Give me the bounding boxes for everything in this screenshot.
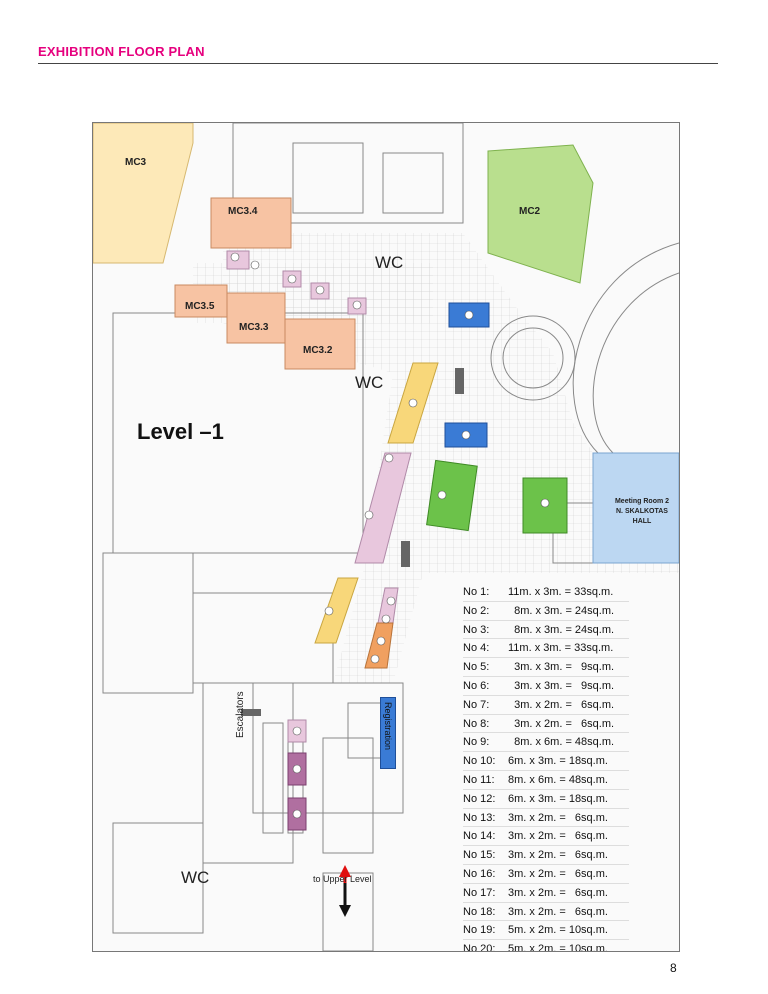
stand-size-row: No 12: 6m. x 3m. = 18sq.m. [463, 790, 629, 809]
room-mc3-3: MC3.3 [239, 322, 269, 333]
stand-size: 8m. x 3m. = 24sq.m. [508, 604, 615, 617]
stand-size: 8m. x 6m. = 48sq.m. [508, 773, 608, 786]
wc-label-upper: WC [375, 253, 404, 272]
stand-size-row: No 11: 8m. x 6m. = 48sq.m. [463, 771, 629, 790]
room-mc3-2: MC3.2 [303, 345, 333, 356]
rooms [93, 123, 679, 564]
room-mc3-5: MC3.5 [185, 301, 215, 312]
stand-number: No 17: [463, 886, 496, 899]
stand-size-row: No 10: 6m. x 3m. = 18sq.m. [463, 752, 629, 771]
stand-number-markers [230, 252, 550, 819]
stand-size-row: No 15: 3m. x 2m. = 6sq.m. [463, 846, 629, 865]
stand-size-row: No 14: 3m. x 2m. = 6sq.m. [463, 827, 629, 847]
stand-size: 3m. x 2m. = 6sq.m. [508, 849, 608, 862]
stand-size: 3m. x 2m. = 6sq.m. [508, 886, 608, 899]
stand-number: No 4: [463, 642, 490, 655]
stand-number: No 2: [463, 604, 490, 617]
registration-label: Registration [383, 702, 393, 751]
stand-number: No 11: [463, 773, 495, 786]
stand-size-row: No 9: 8m. x 6m. = 48sq.m. [463, 733, 629, 753]
stand-size-row: No 4: 11m. x 3m. = 33sq.m. [463, 639, 629, 659]
page-number: 8 [670, 961, 677, 975]
stand-number: No 18: [463, 905, 496, 918]
stand-size: 3m. x 2m. = 6sq.m. [508, 811, 608, 824]
stand-size-row: No 3: 8m. x 3m. = 24sq.m. [463, 621, 629, 640]
stand-size-row: No 7: 3m. x 2m. = 6sq.m. [463, 696, 629, 715]
wc-label-middle: WC [355, 373, 384, 392]
stand-number: No 14: [463, 830, 496, 843]
stand-size-row: No 1: 11m. x 3m. = 33sq.m. [463, 583, 629, 602]
stand-size-row: No 17: 3m. x 2m. = 6sq.m. [463, 884, 629, 903]
stand-number: No 20: [463, 943, 496, 952]
stand-size-row: No 16: 3m. x 2m. = 6sq.m. [463, 865, 629, 884]
stand-size-row: No 20: 5m. x 2m. = 10sq.m. [463, 940, 629, 952]
stand-size: 5m. x 2m. = 10sq.m. [508, 924, 608, 937]
stand-size-row: No 8: 3m. x 2m. = 6sq.m. [463, 715, 629, 734]
header-divider [38, 63, 718, 64]
stand-size: 8m. x 6m. = 48sq.m. [508, 736, 615, 749]
room-mc2: MC2 [519, 206, 541, 217]
upper-level-label: to Upper Level [313, 874, 372, 884]
stand-size: 6m. x 3m. = 18sq.m. [508, 755, 608, 768]
stand-number: No 5: [463, 661, 490, 674]
stand-number: No 19: [463, 924, 496, 937]
stand-number: No 1: [463, 586, 490, 598]
stand-number: No 9: [463, 736, 490, 749]
stand-size-row: No 2: 8m. x 3m. = 24sq.m. [463, 602, 629, 621]
stand-size: 3m. x 3m. = 9sq.m. [508, 661, 615, 674]
stand-number: No 3: [463, 623, 490, 636]
stand-size: 5m. x 2m. = 10sq.m. [508, 943, 608, 952]
stand-size: 11m. x 3m. = 33sq.m. [508, 586, 614, 598]
meeting-room-line3: HALL [632, 518, 652, 525]
floor-plan-drawing [93, 123, 679, 951]
stand-number: No 15: [463, 849, 496, 862]
stand-size: 3m. x 3m. = 9sq.m. [508, 679, 615, 692]
registration-desk: Registration [380, 697, 396, 769]
stand-size: 3m. x 2m. = 6sq.m. [508, 830, 608, 843]
meeting-room-label: Meeting Room 2 N. SKALKOTAS HALL [611, 497, 673, 527]
catering-markers [241, 368, 464, 716]
meeting-room-line2: N. SKALKOTAS [616, 508, 668, 515]
stand-size: 3m. x 2m. = 6sq.m. [508, 717, 615, 730]
upper-level-arrow [339, 865, 351, 917]
stand-size: 3m. x 2m. = 6sq.m. [508, 867, 608, 880]
stand-size-row: No 13: 3m. x 2m. = 6sq.m. [463, 809, 629, 828]
stand-size: 3m. x 2m. = 6sq.m. [508, 698, 615, 711]
stand-size: 11m. x 3m. = 33sq.m. [508, 642, 614, 655]
stand-number: No 13: [463, 811, 496, 824]
stand-number: No 10: [463, 755, 496, 768]
stand-number: No 8: [463, 717, 490, 730]
page-header-title: EXHIBITION FLOOR PLAN [38, 44, 205, 59]
wc-label-lower: WC [181, 868, 210, 887]
room-mc3: MC3 [125, 157, 147, 168]
stand-number: No 12: [463, 792, 496, 805]
room-mc3-4: MC3.4 [228, 206, 258, 217]
meeting-room-line1: Meeting Room 2 [614, 498, 670, 505]
floor-plan-map: Level –1 WC WC WC MC3 MC3.4 MC2 MC3.5 MC… [92, 122, 680, 952]
stand-size-row: No 5: 3m. x 3m. = 9sq.m. [463, 658, 629, 677]
escalators-label: Escalators [235, 691, 246, 738]
stand-size-row: No 6: 3m. x 3m. = 9sq.m. [463, 677, 629, 696]
stand-size-row: No 18: 3m. x 2m. = 6sq.m. [463, 903, 629, 922]
stand-size-row: No 19: 5m. x 2m. = 10sq.m. [463, 921, 629, 941]
stand-number: No 6: [463, 679, 490, 692]
stand-size: 8m. x 3m. = 24sq.m. [508, 623, 615, 636]
stand-size: 3m. x 2m. = 6sq.m. [508, 905, 608, 918]
stand-number: No 7: [463, 698, 490, 711]
stand-size: 6m. x 3m. = 18sq.m. [508, 792, 608, 805]
stand-number: No 16: [463, 867, 496, 880]
stand-size-table: No 1: 11m. x 3m. = 33sq.m. No 2: 8m. x 3m.… [463, 583, 629, 952]
level-label: Level –1 [137, 419, 224, 444]
